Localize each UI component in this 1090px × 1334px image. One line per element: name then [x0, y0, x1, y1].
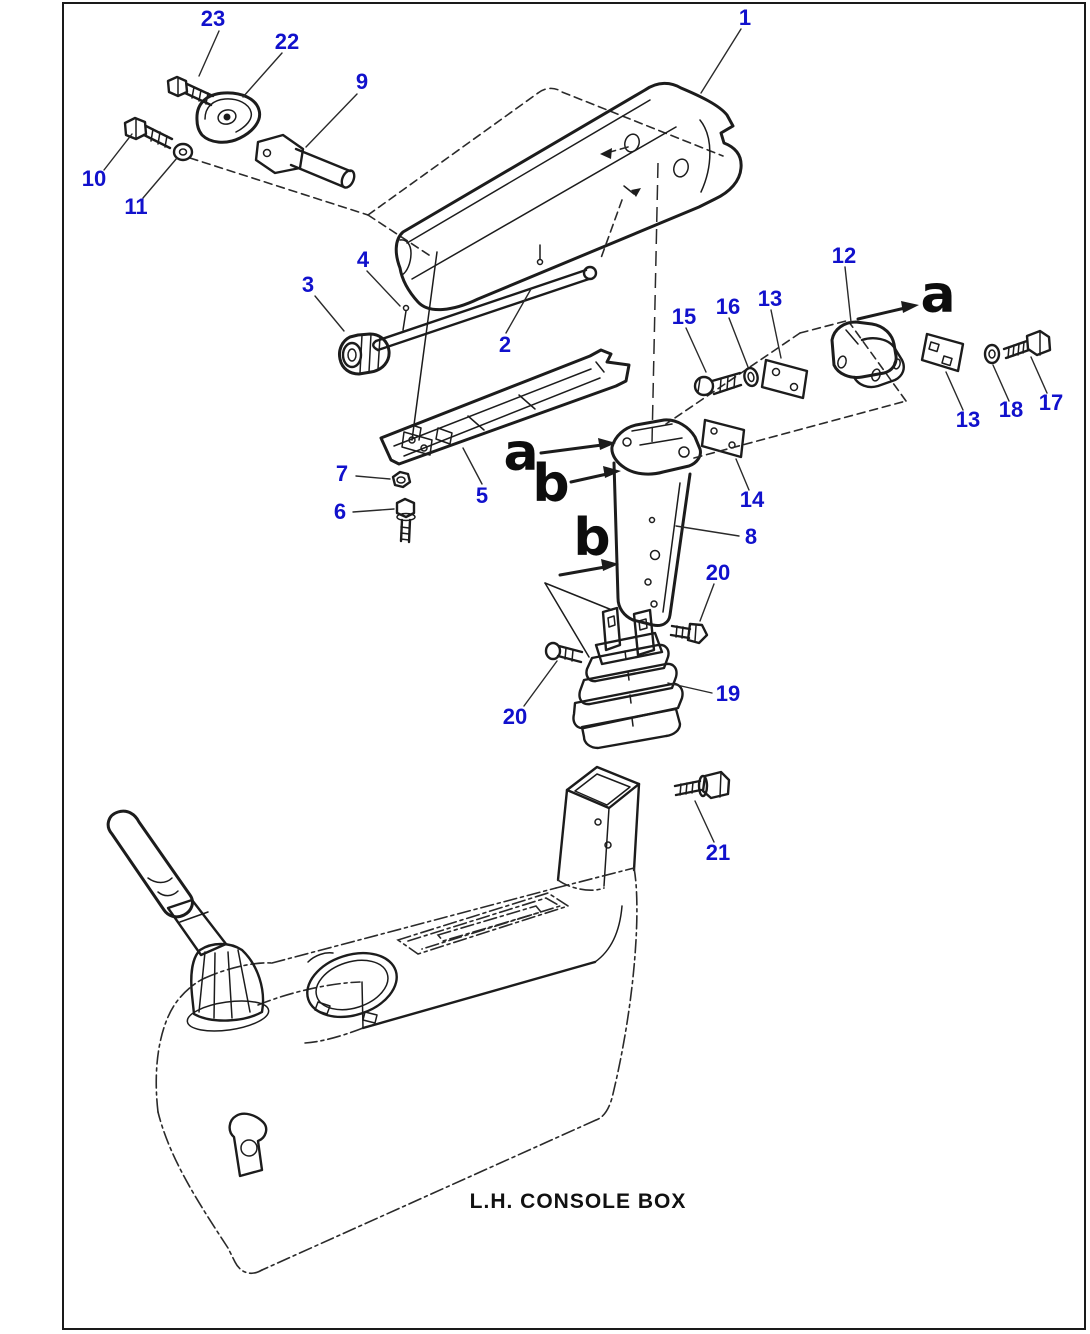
part-label-12: 12: [831, 243, 857, 268]
bracket-part-8: [610, 418, 702, 627]
plate-part-5: [379, 348, 631, 466]
part-label-7: 7: [335, 461, 349, 486]
view-marker-b-middle: b: [532, 454, 570, 514]
part-label-10: 10: [81, 166, 107, 191]
part-label-20-left: 20: [502, 704, 528, 729]
part-label-13-lower: 13: [955, 407, 981, 432]
washer-part-11: [172, 142, 194, 162]
bolt-part-10: [123, 116, 174, 150]
armrest-part-1: [394, 81, 743, 444]
boot-part-19: [572, 606, 684, 750]
screw-part-20-right: [669, 622, 709, 645]
part-label-1: 1: [738, 5, 752, 30]
rod-part-2: [372, 265, 598, 352]
part-label-14: 14: [739, 487, 765, 512]
part-label-22: 22: [274, 29, 300, 54]
clamp-group-right: [665, 320, 1052, 459]
part-label-13-upper: 13: [757, 286, 783, 311]
part-label-8: 8: [744, 524, 758, 549]
diagram-caption: L.H. CONSOLE BOX: [469, 1190, 687, 1213]
part-label-19: 19: [715, 681, 741, 706]
part-label-15: 15: [671, 304, 697, 329]
part-label-6: 6: [333, 499, 347, 524]
bolt-part-23: [166, 75, 215, 107]
part-label-21: 21: [705, 840, 731, 865]
screw-part-20-left: [544, 641, 584, 664]
part-label-3: 3: [301, 272, 315, 297]
part-label-11: 11: [124, 194, 148, 219]
bolt-part-21: [673, 770, 731, 800]
pin-part-9: [254, 133, 356, 189]
part-label-2: 2: [498, 332, 512, 357]
view-marker-a-top: a: [920, 265, 956, 325]
view-marker-b-lower: b: [573, 508, 611, 568]
view-marker-a-middle: a: [503, 423, 539, 483]
plate-part-14: [700, 418, 746, 459]
part-label-5: 5: [475, 483, 489, 508]
nut-part-7: [391, 470, 412, 489]
view-arrow-lines: [539, 301, 919, 658]
part-label-16: 16: [715, 294, 741, 319]
part-label-17: 17: [1038, 390, 1064, 415]
leader-lines: [103, 28, 1048, 843]
pin-part-4: [402, 251, 438, 441]
bolt-part-6: [395, 497, 416, 544]
console-box: [106, 765, 641, 1274]
part-label-9: 9: [355, 69, 369, 94]
part-label-4: 4: [356, 247, 370, 272]
part-label-18: 18: [998, 397, 1024, 422]
part-label-23: 23: [200, 6, 226, 31]
part-label-20-right: 20: [705, 560, 731, 585]
